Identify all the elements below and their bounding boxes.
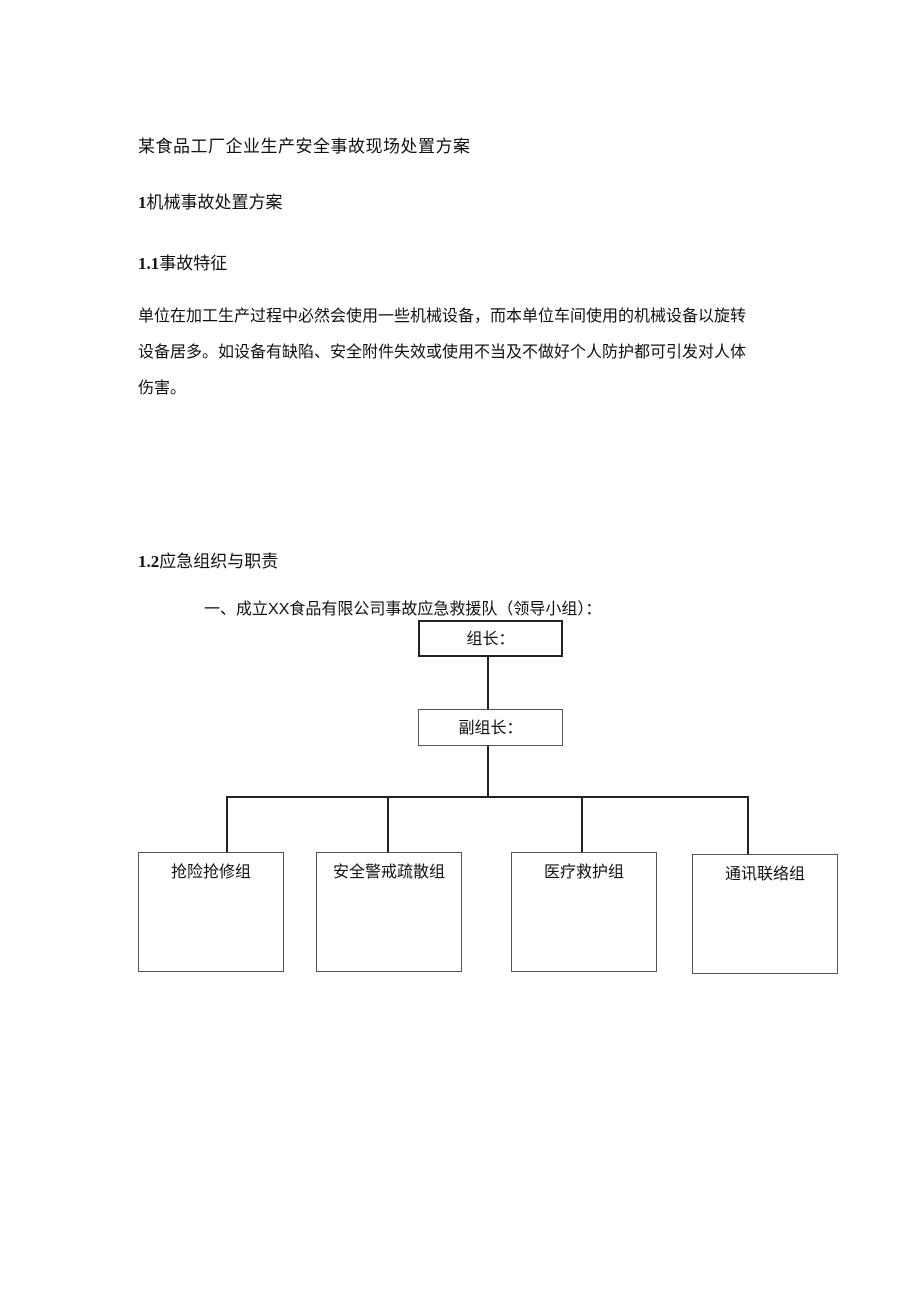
paragraph-line: 设备居多。如设备有缺陷、安全附件失效或使用不当及不做好个人防护都可引发对人体 (138, 342, 747, 361)
section-1-2-title: 应急组织与职责 (159, 552, 279, 572)
paragraph-line: 单位在加工生产过程中必然会使用一些机械设备，而本单位车间使用的机械设备以旋转 (138, 306, 747, 325)
subhead-company-code: XX (268, 601, 290, 618)
section-1-number: 1 (138, 193, 147, 212)
section-1-2-number: 1.2 (138, 552, 160, 571)
document-title: 某食品工厂企业生产安全事故现场处置方案 (138, 137, 471, 157)
paragraph-line: 伤害。 (138, 378, 187, 397)
subhead-suffix: 食品有限公司事故应急救援队（领导小组）： (289, 599, 602, 618)
section-1-heading: 1机械事故处置方案 (138, 188, 283, 213)
org-subheading: 一、成立XX食品有限公司事故应急救援队（领导小组）： (204, 595, 601, 619)
org-box-deputy: 副组长： (418, 709, 563, 746)
section-1-title: 机械事故处置方案 (146, 193, 283, 213)
org-box-leader: 组长： (418, 620, 563, 657)
org-box-team-communication: 通讯联络组 (692, 854, 838, 974)
subhead-prefix: 一、成立 (204, 599, 269, 618)
org-box-team-medical: 医疗救护组 (511, 852, 657, 972)
section-1-1-heading: 1.1事故特征 (138, 249, 227, 274)
org-box-team-security-evacuation: 安全警戒疏散组 (316, 852, 462, 972)
section-1-1-number: 1.1 (138, 254, 160, 273)
org-box-team-rescue: 抢险抢修组 (138, 852, 284, 972)
section-1-2-heading: 1.2应急组织与职责 (138, 547, 278, 572)
section-1-1-title: 事故特征 (159, 254, 228, 274)
